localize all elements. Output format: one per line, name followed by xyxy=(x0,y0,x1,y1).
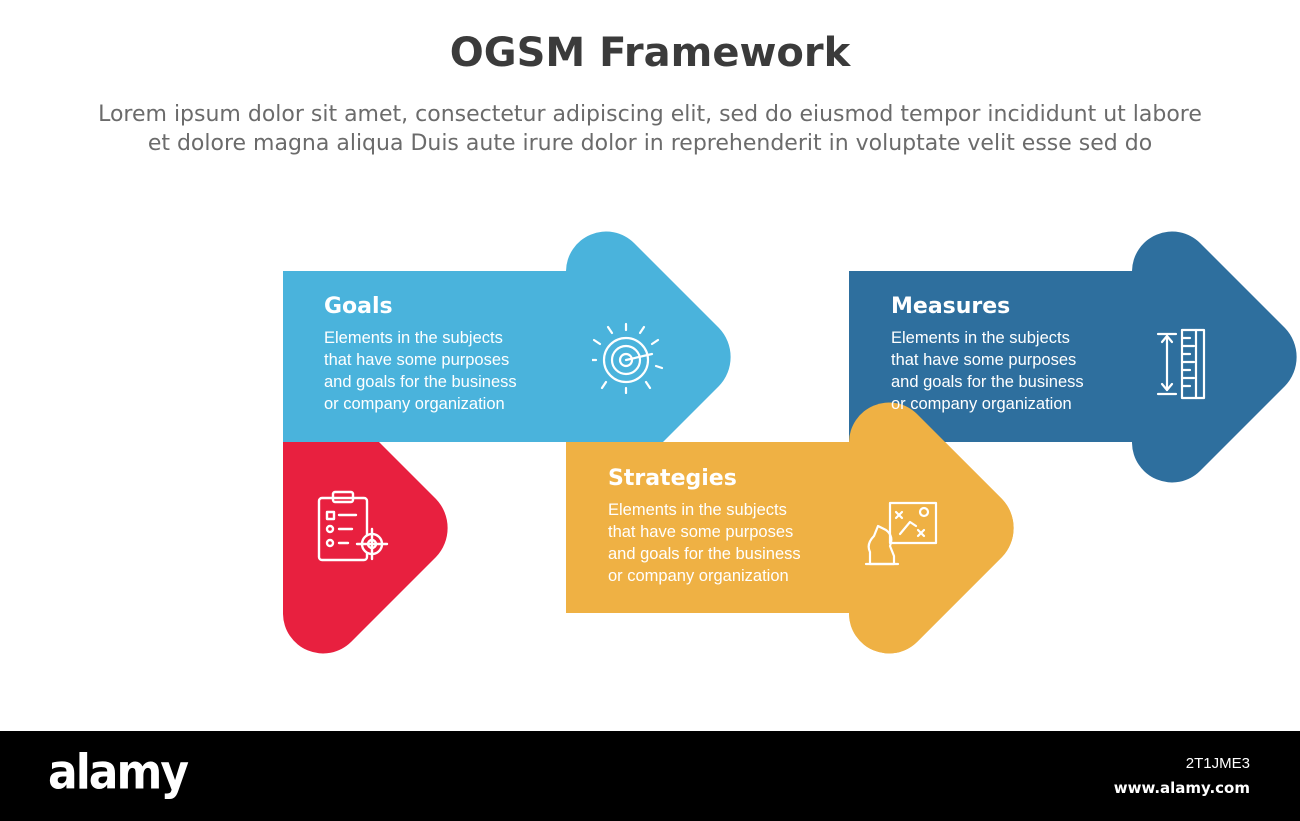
step-description: Elements in the subjects that have some … xyxy=(41,501,234,585)
footer-logo: alamy xyxy=(48,744,189,801)
ruler-measure-icon xyxy=(1156,328,1206,400)
step-card-objectives: Objectives Elements in the subjects that… xyxy=(41,466,301,587)
step-description: Elements in the subjects that have some … xyxy=(608,501,801,585)
strategy-board-icon xyxy=(864,501,938,566)
objectives-arrow xyxy=(0,402,448,654)
step-description: Elements in the subjects that have some … xyxy=(324,329,517,413)
footer-bar: alamy 2T1JME3 www.alamy.com xyxy=(0,731,1300,821)
footer-url: www.alamy.com xyxy=(1113,779,1250,797)
step-card-strategies: Strategies Elements in the subjects that… xyxy=(608,466,868,587)
page-subtitle: Lorem ipsum dolor sit amet, consectetur … xyxy=(60,100,1240,158)
subtitle-line-1: Lorem ipsum dolor sit amet, consectetur … xyxy=(98,102,1202,127)
strategies-arrow-head-overlay xyxy=(849,402,1014,654)
target-icon xyxy=(592,322,664,394)
step-title: Measures xyxy=(891,294,1011,319)
measures-arrow xyxy=(849,231,1297,483)
subtitle-line-2: et dolore magna aliqua Duis aute irure d… xyxy=(147,131,1153,156)
step-title: Strategies xyxy=(608,466,737,491)
arrow-diagram xyxy=(0,231,1297,654)
page-title: OGSM Framework xyxy=(449,30,851,76)
step-title: Goals xyxy=(324,294,393,319)
goals-arrow xyxy=(283,231,731,483)
footer-image-id: 2T1JME3 xyxy=(1185,755,1250,772)
step-card-goals: Goals Elements in the subjects that have… xyxy=(324,294,584,415)
step-card-measures: Measures Elements in the subjects that h… xyxy=(891,294,1151,415)
step-description: Elements in the subjects that have some … xyxy=(891,329,1084,413)
step-title: Objectives xyxy=(41,466,172,491)
clipboard-target-icon xyxy=(317,490,389,562)
